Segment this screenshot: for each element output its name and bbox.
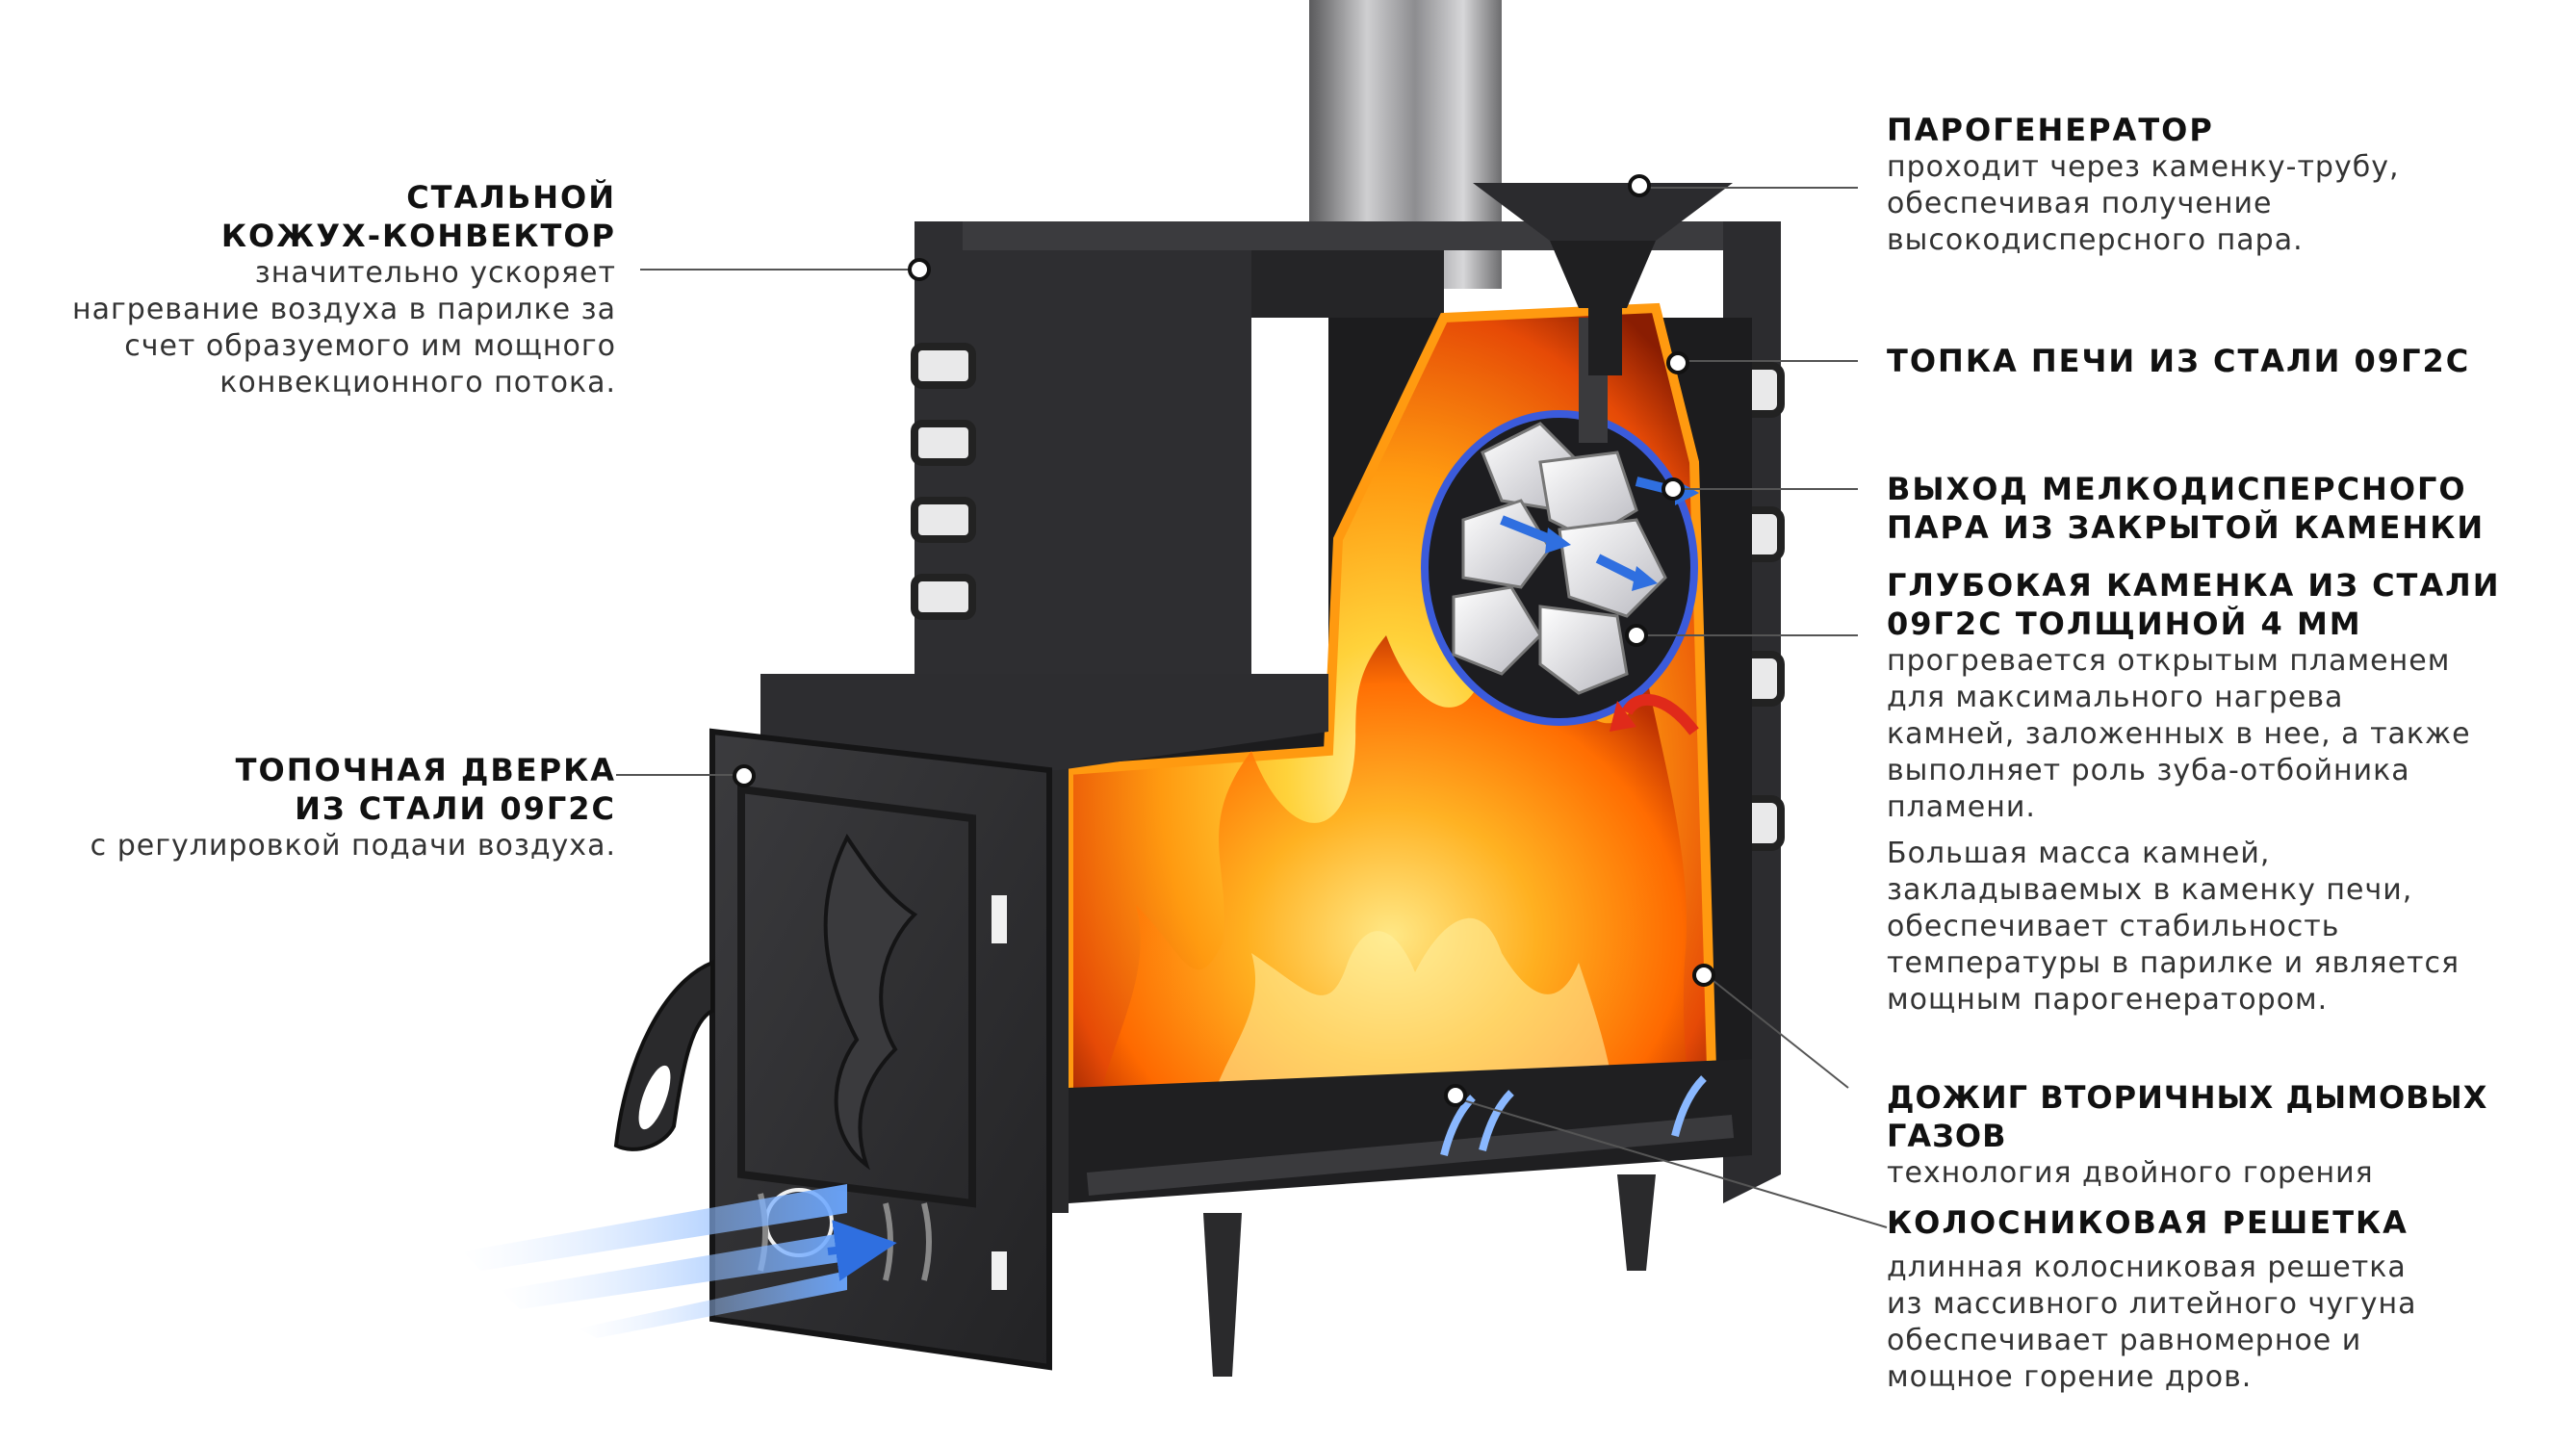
title-line: ИЗ СТАЛИ 09Г2С [295, 790, 616, 827]
callout-grate: КОЛОСНИКОВАЯ РЕШЕТКА длинная колосникова… [1887, 1203, 2561, 1396]
stone-chamber [1421, 318, 1699, 726]
desc-line: камней, заложенных в нее, а также [1887, 717, 2471, 751]
desc-line: из массивного литейного чугуна [1887, 1287, 2417, 1321]
callout-steam-generator-title: ПАРОГЕНЕРАТОР [1887, 111, 2561, 149]
desc-line: обеспечивая получение [1887, 187, 2273, 220]
callout-convector-desc: значительно ускоряет нагревание воздуха … [0, 255, 616, 401]
callout-door-desc: с регулировкой подачи воздуха. [0, 828, 616, 864]
desc-line: температуры в парилке и является [1887, 946, 2460, 980]
desc-line: прогревается открытым пламенем [1887, 644, 2451, 678]
stove-leg [1617, 1174, 1656, 1271]
callout-afterburn-desc: технология двойного горения [1887, 1155, 2576, 1192]
callout-convector-title: СТАЛЬНОЙ КОЖУХ-КОНВЕКТОР [0, 178, 616, 255]
title-line: ПАРОГЕНЕРАТОР [1887, 112, 2214, 148]
desc-line: конвекционного потока. [219, 366, 616, 400]
title-line: СТАЛЬНОЙ [406, 179, 616, 216]
door-handle [613, 960, 714, 1151]
desc-line: значительно ускоряет [254, 256, 616, 290]
desc-line: счет образуемого им мощного [124, 329, 616, 363]
grate [1069, 1059, 1752, 1203]
callout-firebox: ТОПКА ПЕЧИ ИЗ СТАЛИ 09Г2С [1887, 342, 2561, 380]
callout-steam-outlet-title: ВЫХОД МЕЛКОДИСПЕРСНОГО ПАРА ИЗ ЗАКРЫТОЙ … [1887, 470, 2561, 547]
callout-stone-chamber-desc: прогревается открытым пламенем для макси… [1887, 643, 2570, 1019]
flame-deflector-arrow [1621, 694, 1699, 735]
desc-line: проходит через каменку-трубу, [1887, 150, 2400, 184]
title-line: ТОПОЧНАЯ ДВЕРКА [235, 752, 616, 788]
callout-afterburn: ДОЖИГ ВТОРИЧНЫХ ДЫМОВЫХ ГАЗОВ технология… [1887, 1078, 2576, 1192]
desc-line: длинная колосниковая решетка [1887, 1251, 2407, 1284]
leader-lines [616, 187, 1888, 1228]
title-line: ВЫХОД МЕЛКОДИСПЕРСНОГО [1887, 471, 2467, 507]
desc-line: высокодисперсного пара. [1887, 223, 2304, 257]
title-line: КОЖУХ-КОНВЕКТОР [220, 218, 616, 254]
desc-line: закладываемых в каменку печи, [1887, 873, 2413, 907]
firebox-top-plate [760, 674, 1328, 770]
title-line: 09Г2С ТОЛЩИНОЙ 4 ММ [1887, 606, 2362, 642]
title-line: ПАРА ИЗ ЗАКРЫТОЙ КАМЕНКИ [1887, 509, 2486, 546]
desc-line: с регулировкой подачи воздуха. [90, 829, 616, 863]
callout-stone-chamber: ГЛУБОКАЯ КАМЕНКА ИЗ СТАЛИ 09Г2С ТОЛЩИНОЙ… [1887, 566, 2570, 1028]
callout-grate-title: КОЛОСНИКОВАЯ РЕШЕТКА [1887, 1203, 2561, 1242]
callout-steam-generator: ПАРОГЕНЕРАТОР проходит через каменку-тру… [1887, 111, 2561, 259]
callout-steam-outlet: ВЫХОД МЕЛКОДИСПЕРСНОГО ПАРА ИЗ ЗАКРЫТОЙ … [1887, 470, 2561, 547]
desc-line: нагревание воздуха в парилке за [72, 293, 616, 326]
callout-markers [733, 174, 1715, 1107]
callout-convector: СТАЛЬНОЙ КОЖУХ-КОНВЕКТОР значительно уск… [0, 178, 616, 401]
desc-line: мощным парогенератором. [1887, 983, 2329, 1017]
desc-line: технология двойного горения [1887, 1156, 2374, 1190]
steam-generator-funnel [1473, 183, 1733, 375]
title-line: КОЛОСНИКОВАЯ РЕШЕТКА [1887, 1204, 2409, 1241]
desc-line: для максимального нагрева [1887, 681, 2344, 714]
callout-grate-desc: длинная колосниковая решетка из массивно… [1887, 1250, 2561, 1396]
callout-firebox-title: ТОПКА ПЕЧИ ИЗ СТАЛИ 09Г2С [1887, 342, 2561, 380]
desc-line: выполняет роль зуба-отбойника [1887, 754, 2410, 787]
air-inflow [462, 1184, 897, 1338]
callout-afterburn-title: ДОЖИГ ВТОРИЧНЫХ ДЫМОВЫХ ГАЗОВ [1887, 1078, 2576, 1155]
desc-line: мощное горение дров. [1887, 1360, 2253, 1394]
title-line: ГЛУБОКАЯ КАМЕНКА ИЗ СТАЛИ [1887, 567, 2501, 604]
title-line: ДОЖИГ ВТОРИЧНЫХ ДЫМОВЫХ ГАЗОВ [1887, 1079, 2488, 1154]
desc-line: обеспечивает стабильность [1887, 910, 2340, 943]
callout-door: ТОПОЧНАЯ ДВЕРКА ИЗ СТАЛИ 09Г2С с регулир… [0, 751, 616, 864]
desc-line: пламени. [1887, 790, 2036, 824]
stove-leg [1203, 1213, 1242, 1377]
desc-line: обеспечивает равномерное и [1887, 1324, 2362, 1357]
desc-line: Большая масса камней, [1887, 837, 2271, 870]
title-line: ТОПКА ПЕЧИ ИЗ СТАЛИ 09Г2С [1887, 343, 2471, 379]
callout-door-title: ТОПОЧНАЯ ДВЕРКА ИЗ СТАЛИ 09Г2С [0, 751, 616, 828]
callout-steam-generator-desc: проходит через каменку-трубу, обеспечива… [1887, 149, 2561, 259]
callout-stone-chamber-title: ГЛУБОКАЯ КАМЕНКА ИЗ СТАЛИ 09Г2С ТОЛЩИНОЙ… [1887, 566, 2570, 643]
